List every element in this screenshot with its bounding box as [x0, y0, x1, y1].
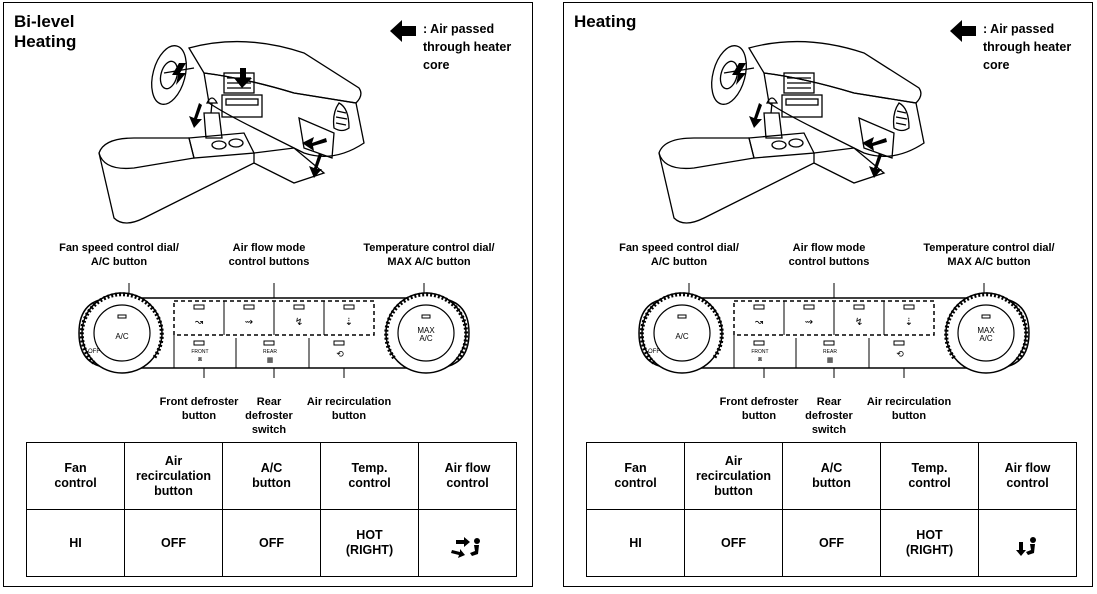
off-text: OFF	[648, 349, 660, 355]
front-defroster-label: Front defroster button	[159, 396, 239, 422]
table-cell: HOT (RIGHT)	[880, 509, 979, 577]
table-header: Air recirculation button	[124, 442, 223, 510]
front-button-text[interactable]: FRONT	[191, 349, 208, 355]
svg-text:↝: ↝	[754, 317, 763, 328]
fan-speed-dial-label: Fan speed control dial/ A/C button	[59, 242, 179, 268]
svg-text:▦: ▦	[827, 356, 834, 364]
svg-text:⟲: ⟲	[896, 350, 904, 360]
svg-text:⟲: ⟲	[336, 350, 344, 360]
svg-text:⇝: ⇝	[805, 317, 813, 328]
foot-airflow-icon	[1015, 536, 1036, 556]
ac-button-text[interactable]: A/C	[675, 332, 689, 341]
air-flow-mode-label: Air flow mode control buttons	[228, 242, 310, 268]
table-header: Fan control	[26, 442, 125, 510]
panel-title: Heating	[574, 12, 637, 31]
svg-text:↯: ↯	[295, 317, 303, 328]
table-header: Air flow control	[978, 442, 1077, 510]
svg-text:⧈: ⧈	[758, 355, 763, 363]
dashboard-illustration	[98, 40, 365, 224]
settings-table: Fan control Air recirculation button A/C…	[586, 442, 1077, 577]
legend-arrow-icon	[950, 20, 976, 42]
rear-button-text[interactable]: REAR	[263, 349, 277, 355]
ac-button-text[interactable]: A/C	[115, 332, 129, 341]
bilevel-airflow-icon	[450, 536, 480, 558]
table-cell: OFF	[124, 509, 223, 577]
table-cell: HOT (RIGHT)	[320, 509, 419, 577]
rear-button-text[interactable]: REAR	[823, 349, 837, 355]
svg-text:▦: ▦	[267, 356, 274, 364]
heating-panel: Heating : Air passed through heater core	[563, 2, 1093, 587]
table-header: A/C button	[222, 442, 321, 510]
svg-text:↝: ↝	[194, 317, 203, 328]
legend-arrow-icon	[390, 20, 416, 42]
table-cell-airflow	[418, 509, 517, 577]
temperature-dial-label: Temperature control dial/ MAX A/C button	[923, 242, 1055, 268]
front-defroster-label: Front defroster button	[719, 396, 799, 422]
air-recirculation-label: Air recirculation button	[306, 396, 392, 422]
table-header: Air recirculation button	[684, 442, 783, 510]
table-header: Air flow control	[418, 442, 517, 510]
svg-text:⇝: ⇝	[245, 317, 253, 328]
table-header: Fan control	[586, 442, 685, 510]
legend-text: : Air passed through heater core	[983, 22, 1072, 72]
table-cell: OFF	[684, 509, 783, 577]
temperature-dial-label: Temperature control dial/ MAX A/C button	[363, 242, 495, 268]
table-cell-airflow	[978, 509, 1077, 577]
settings-table: Fan control Air recirculation button A/C…	[26, 442, 517, 577]
front-button-text[interactable]: FRONT	[751, 349, 768, 355]
table-cell: OFF	[222, 509, 321, 577]
svg-text:⇣: ⇣	[905, 317, 913, 328]
air-flow-mode-label: Air flow mode control buttons	[788, 242, 870, 268]
table-header: A/C button	[782, 442, 881, 510]
panel-title: Bi-level Heating	[14, 12, 77, 51]
table-header: Temp. control	[880, 442, 979, 510]
table-cell: OFF	[782, 509, 881, 577]
air-recirculation-label: Air recirculation button	[866, 396, 952, 422]
rear-defroster-label: Rear defroster switch	[805, 396, 853, 436]
table-cell: HI	[26, 509, 125, 577]
fan-speed-dial-label: Fan speed control dial/ A/C button	[619, 242, 739, 268]
dashboard-illustration	[658, 40, 925, 224]
svg-text:⧈: ⧈	[198, 355, 203, 363]
table-cell: HI	[586, 509, 685, 577]
legend-text: : Air passed through heater core	[423, 22, 512, 72]
table-header: Temp. control	[320, 442, 419, 510]
bilevel-heating-panel: Bi-level Heating : Air passed through he…	[3, 2, 533, 587]
rear-defroster-label: Rear defroster switch	[245, 396, 293, 436]
svg-text:↯: ↯	[855, 317, 863, 328]
svg-text:⇣: ⇣	[345, 317, 353, 328]
off-text: OFF	[88, 349, 100, 355]
